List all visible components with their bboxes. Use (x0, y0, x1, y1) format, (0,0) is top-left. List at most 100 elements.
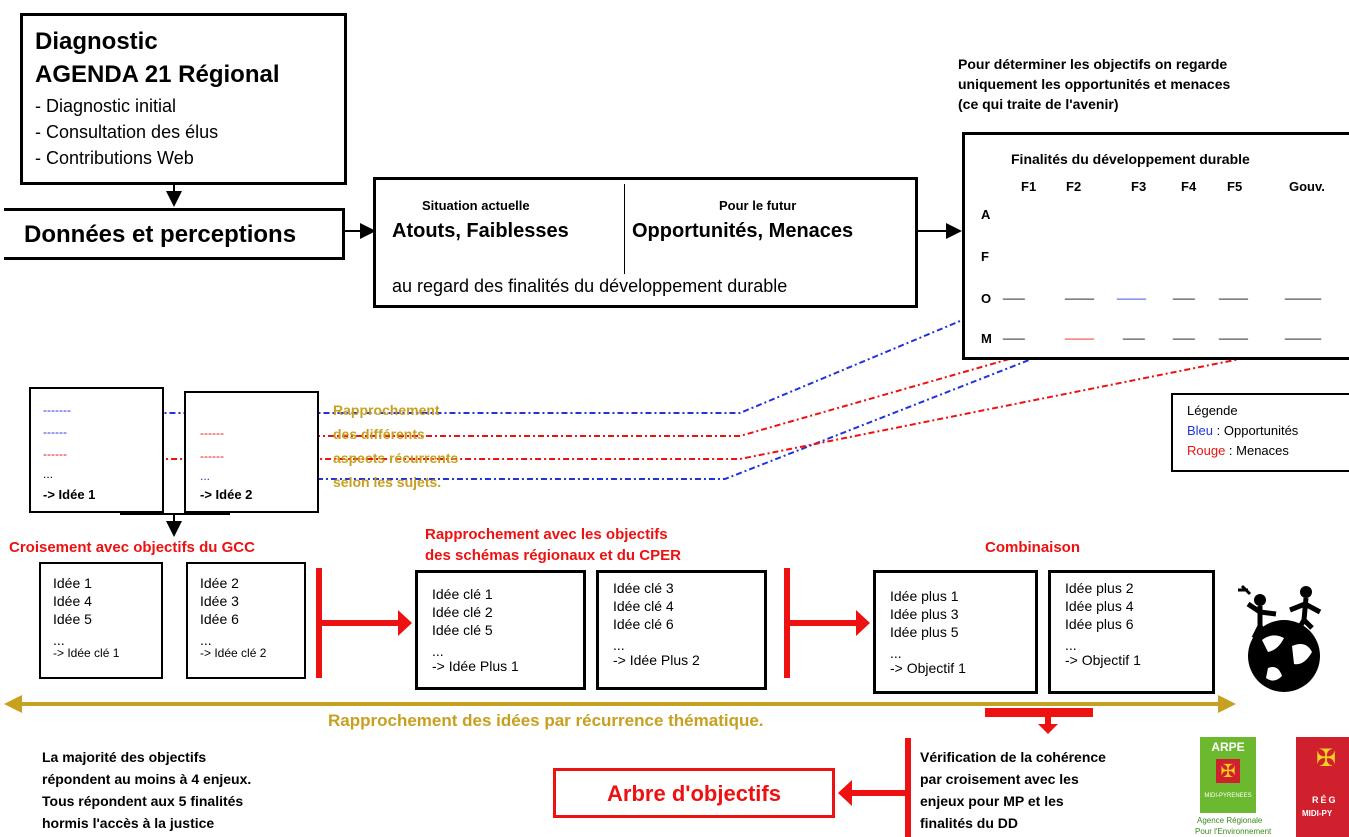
verification-line: enjeux pour MP et les (920, 793, 1064, 809)
finalites-table: Finalités du développement durable F1 F2… (962, 132, 1349, 360)
donnees-label: Données et perceptions (24, 221, 297, 248)
arpe-logo-badge: ARPE ✠ MIDI-PYRENEES (1200, 737, 1256, 813)
list-item: Idée clé 4 (613, 598, 674, 614)
cle-box-1: Idée clé 1 Idée clé 2 Idée clé 5 ... -> … (415, 570, 586, 690)
occitan-cross-icon: ✠ (1315, 745, 1337, 772)
legend-red-key: Rouge (1187, 443, 1226, 458)
aspects-line: aspects récurrents (333, 450, 459, 466)
list-item: Idée 5 (53, 611, 92, 627)
list-item: -> Idée clé 2 (200, 646, 267, 660)
red-dashed-arrow-2 (118, 346, 1301, 467)
arpe-caption: Agence Régionale (1197, 816, 1263, 825)
situation-box: Situation actuelle Atouts, Faiblesses Po… (373, 177, 918, 308)
list-item: -> Objectif 1 (890, 660, 966, 676)
diagnostic-title: Diagnostic (35, 28, 158, 55)
legend-blue-key: Bleu (1187, 423, 1214, 438)
o-cell: ___ (1003, 285, 1025, 300)
gold-double-arrow (4, 695, 1236, 713)
arpe-caption: Pour l'Environnement (1195, 827, 1272, 836)
red-t-arrow-2 (784, 568, 870, 678)
col-header: F5 (1227, 179, 1243, 194)
verification-line: Vérification de la cohérence (920, 749, 1106, 765)
red-arrow-down (985, 708, 1093, 734)
list-item: Idée 4 (53, 593, 92, 609)
region-logo: ✠ RÉG MIDI-PY (1296, 737, 1349, 837)
majorite-line: Tous répondent aux 5 finalités (42, 793, 244, 809)
legend-red-text: : Menaces (1225, 443, 1289, 458)
gcc-box-2: Idée 2 Idée 3 Idée 6 ... -> Idée clé 2 (186, 562, 306, 679)
idea-ellipsis: ... (43, 467, 54, 481)
legend-blue: Bleu : Opportunités (1187, 423, 1298, 438)
gcc-list-2: Idée 2 Idée 3 Idée 6 ... -> Idée clé 2 (200, 574, 266, 660)
croisement-title: Croisement avec objectifs du GCC (9, 539, 255, 556)
aspects-line: des différents (333, 426, 425, 442)
row-header: O (981, 291, 992, 306)
rapprochement-title: Rapprochement avec les objectifs (425, 526, 668, 543)
situation-left-big: Atouts, Faiblesses (392, 220, 569, 242)
list-item: Idée clé 6 (613, 616, 674, 632)
arbre-box: Arbre d'objectifs (553, 768, 835, 818)
note-line: Pour déterminer les objectifs on regarde (958, 56, 1228, 72)
idea-dash: ------ (43, 425, 67, 439)
m-cell: ___ (1123, 325, 1145, 340)
idea-dash: ------ (200, 426, 224, 440)
cle-list-1: Idée clé 1 Idée clé 2 Idée clé 5 ... -> … (432, 585, 519, 675)
red-t-arrow-1 (316, 568, 412, 678)
list-item: Idée plus 2 (1065, 580, 1134, 596)
plus-list-1: Idée plus 1 Idée plus 3 Idée plus 5 ... … (890, 587, 966, 677)
list-item: ... (432, 643, 444, 659)
legend-title: Légende (1187, 403, 1238, 418)
m-cell: ____ (1219, 325, 1248, 340)
situation-left-small: Situation actuelle (422, 198, 530, 213)
list-item: Idée plus 3 (890, 606, 959, 622)
majorite-line: hormis l'accès à la justice (42, 815, 215, 831)
aspects-line: selon les sujets. (333, 474, 442, 490)
o-cell: ____ (1117, 285, 1146, 300)
o-cell: ____ (1065, 285, 1094, 300)
list-item: ... (890, 645, 902, 661)
majorite-line: répondent au moins à 4 enjeux. (42, 771, 252, 787)
m-cell: _____ (1285, 325, 1322, 340)
plus-list-2: Idée plus 2 Idée plus 4 Idée plus 6 ... … (1065, 579, 1141, 669)
o-cell: ___ (1173, 285, 1195, 300)
diag-item: - Diagnostic initial (35, 96, 177, 116)
col-header: Gouv. (1289, 179, 1325, 194)
col-header: F1 (1021, 179, 1037, 194)
idea-box-1: ------- ------ ------ ... -> Idée 1 (29, 387, 164, 513)
region-logo-r: RÉG (1312, 795, 1338, 805)
cle-box-2: Idée clé 3 Idée clé 4 Idée clé 6 ... -> … (596, 570, 767, 690)
o-cell: _____ (1285, 285, 1322, 300)
note-line: uniquement les opportunités et menaces (958, 76, 1231, 92)
finalites-title: Finalités du développement durable (1011, 151, 1250, 167)
diag-item: - Consultation des élus (35, 122, 219, 142)
legend-blue-text: : Opportunités (1213, 423, 1299, 438)
idea-result: -> Idée 2 (200, 487, 253, 502)
plus-box-1: Idée plus 1 Idée plus 3 Idée plus 5 ... … (873, 570, 1038, 694)
verification-line: par croisement avec les (920, 771, 1079, 787)
list-item: Idée plus 4 (1065, 598, 1134, 614)
arpe-logo-name: ARPE (1211, 740, 1245, 754)
aspects-line: Rapprochement (333, 402, 440, 418)
idea-dash: ------- (43, 403, 71, 417)
list-item: -> Idée clé 1 (53, 646, 120, 660)
list-item: -> Objectif 1 (1065, 652, 1141, 668)
diag-item: - Contributions Web (35, 148, 194, 168)
idea-dash: ------ (200, 449, 224, 463)
m-cell: ___ (1173, 325, 1195, 340)
col-header: F2 (1066, 179, 1082, 194)
rapprochement-title: des schémas régionaux et du CPER (425, 547, 681, 564)
list-item: Idée plus 1 (890, 588, 959, 604)
row-header: M (981, 331, 992, 346)
col-header: F3 (1131, 179, 1147, 194)
red-t-arrow-left (838, 738, 911, 837)
combinaison-title: Combinaison (985, 539, 1081, 556)
o-cell: ____ (1219, 285, 1248, 300)
situation-right-small: Pour le futur (719, 198, 797, 213)
list-item: Idée clé 2 (432, 604, 493, 620)
idea-ellipsis: ... (200, 469, 211, 483)
arbre-label: Arbre d'objectifs (607, 781, 781, 806)
list-item: Idée 6 (200, 611, 239, 627)
majorite-line: La majorité des objectifs (42, 749, 207, 765)
diagnostic-box: Diagnostic AGENDA 21 Régional - Diagnost… (20, 13, 347, 185)
